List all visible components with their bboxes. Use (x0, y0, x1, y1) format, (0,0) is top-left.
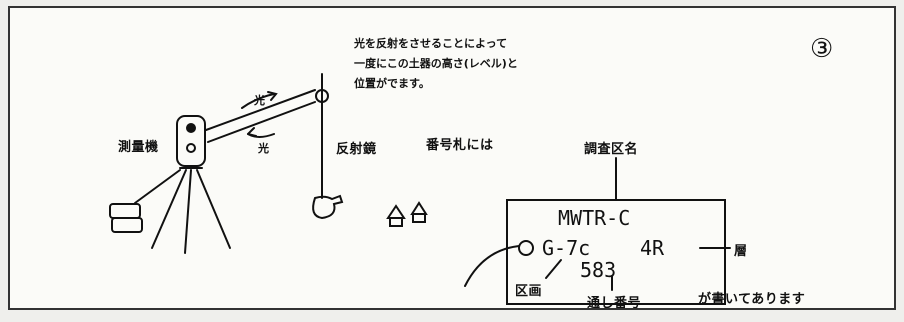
tag-layer-code: 4R (640, 236, 665, 260)
reflector-prism (315, 89, 329, 103)
diagram-panel: ③ 光を反射をさせることによって 一度にこの土器の高さ(レベル)と 位置がでます… (8, 6, 896, 310)
diagram-drawing (109, 73, 731, 305)
light-beam-lower (207, 101, 316, 143)
tag-hole (518, 240, 534, 256)
tripod-leg-center (184, 169, 192, 254)
instrument-lens (186, 123, 196, 133)
tripod-leg-right (196, 169, 231, 249)
pottery-sherd (312, 194, 344, 220)
data-controller-bottom (111, 217, 143, 233)
tag-serial-number: 583 (580, 258, 617, 282)
label-tag-intro: 番号札には (426, 138, 494, 153)
label-survey-area-name: 調査区名 (584, 142, 639, 157)
label-serial-number: 通し番号 (587, 296, 642, 310)
small-tag-right (410, 201, 428, 223)
light-beam-upper (205, 89, 316, 131)
survey-instrument-body (176, 115, 206, 167)
label-light-bottom: 光 (258, 142, 269, 155)
figure-number: ③ (810, 34, 834, 64)
data-controller-top (109, 203, 141, 219)
instrument-eyepiece (186, 143, 196, 153)
label-survey-instrument: 測量機 (118, 140, 159, 155)
explanation-line-2: 一度にこの土器の高さ(レベル)と (354, 57, 518, 70)
tag-survey-area-code: MWTR-C (558, 206, 631, 230)
explanation-line-1: 光を反射をさせることによって (354, 37, 508, 50)
label-reflector: 反射鏡 (336, 142, 377, 157)
explanation-line-3: 位置がでます。 (354, 77, 430, 90)
tag-section-code: G-7c (542, 236, 591, 260)
label-layer: 層 (734, 244, 748, 259)
tripod-leg-left (151, 169, 187, 249)
leader-section (545, 259, 562, 279)
light-arrow-top (241, 93, 275, 109)
controller-cable (134, 169, 181, 204)
label-section: 区画 (515, 284, 543, 299)
label-written-note: が書いてあります (698, 292, 806, 307)
label-light-top: 光 (254, 94, 265, 107)
tag-string (464, 245, 520, 287)
small-tag-left (386, 204, 406, 227)
